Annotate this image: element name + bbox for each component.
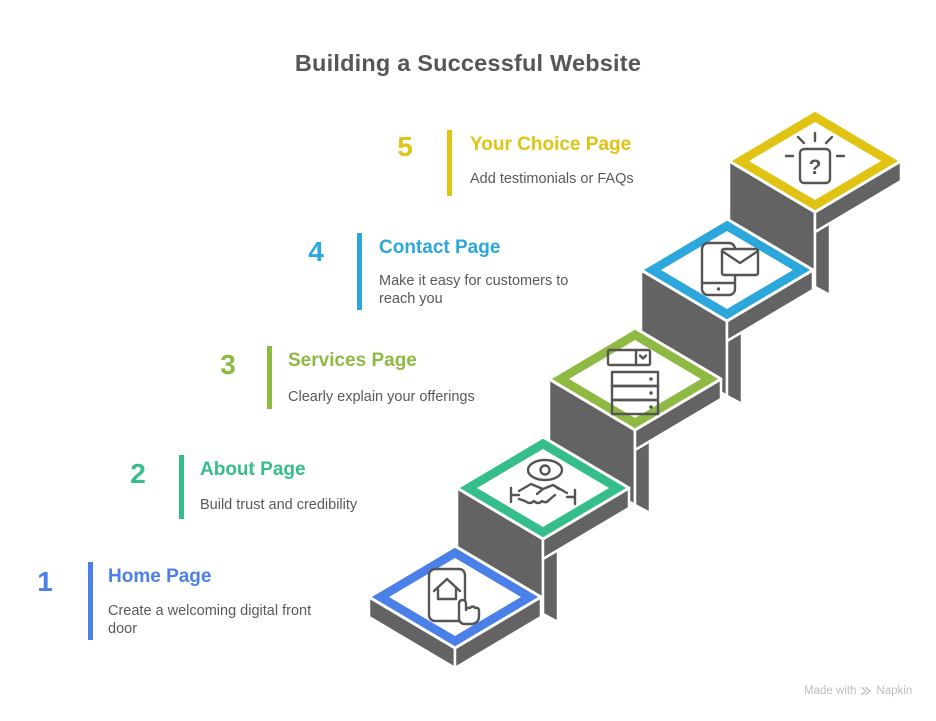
napkin-logo-icon [861,686,872,696]
step-number: 1 [37,566,53,597]
step-description: Add testimonials or FAQs [470,171,634,187]
watermark-prefix: Made with [804,685,857,697]
watermark: Made with Napkin [804,685,912,697]
step-title: About Page [200,459,306,480]
step-accent-bar [88,562,93,640]
home-tap-icon [427,567,481,626]
watermark-brand: Napkin [876,685,913,697]
stair-step-4 [639,217,815,406]
services-list-icon [606,348,660,416]
step-accent-bar [179,455,184,519]
step-title: Contact Page [379,237,501,258]
stair-step-2 [455,435,631,624]
step-accent-bar [267,346,272,409]
step-number: 2 [130,458,146,489]
step-number: 4 [308,236,324,267]
step-title: Home Page [108,566,212,587]
step-number: 3 [220,349,236,380]
step-description: Make it easy for customers to reach you [379,273,569,308]
question-card-icon: ? [784,131,846,185]
stair-step-1 [367,544,543,670]
contact-phone-mail-icon [700,241,760,297]
step-title: Services Page [288,350,417,371]
step-number: 5 [397,131,413,162]
stair-step-5: ? [727,108,903,297]
page-title: Building a Successful Website [294,50,642,76]
step-description: Clearly explain your offerings [288,389,475,405]
svg-text:?: ? [809,156,822,179]
stair-platform-top [569,340,701,418]
step-description: Build trust and credibility [200,497,358,513]
step-title: Your Choice Page [470,134,632,155]
step-accent-bar [357,233,362,310]
step-description: Create a welcoming digital front door [108,603,312,638]
trust-handshake-icon [509,458,577,506]
stair-platform-top [749,122,881,200]
stair-step-3 [547,326,723,515]
step-accent-bar [447,130,452,196]
